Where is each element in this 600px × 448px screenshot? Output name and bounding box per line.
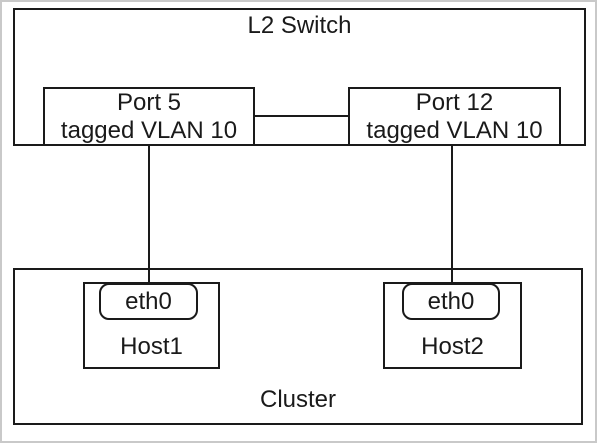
cluster-label: Cluster <box>259 386 337 413</box>
host2-eth0-box: eth0 <box>402 283 500 320</box>
host1-label: Host1 <box>120 333 183 360</box>
port12-name: Port 12 <box>415 88 494 116</box>
port5-vlan-label: tagged VLAN 10 <box>60 116 238 144</box>
port5-box: Port 5 tagged VLAN 10 <box>43 87 255 146</box>
port5-name: Port 5 <box>116 88 182 116</box>
port12-host2-link-line <box>451 144 453 285</box>
port12-box: Port 12 tagged VLAN 10 <box>348 87 561 146</box>
l2-switch-label: L2 Switch <box>247 12 352 39</box>
host1-eth0-box: eth0 <box>99 283 198 320</box>
port5-port12-link-line <box>255 115 348 117</box>
host2-label: Host2 <box>421 333 484 360</box>
port5-host1-link-line <box>148 144 150 285</box>
port12-vlan-label: tagged VLAN 10 <box>366 116 543 144</box>
host2-eth0-label: eth0 <box>427 287 475 315</box>
host1-eth0-label: eth0 <box>125 287 172 315</box>
